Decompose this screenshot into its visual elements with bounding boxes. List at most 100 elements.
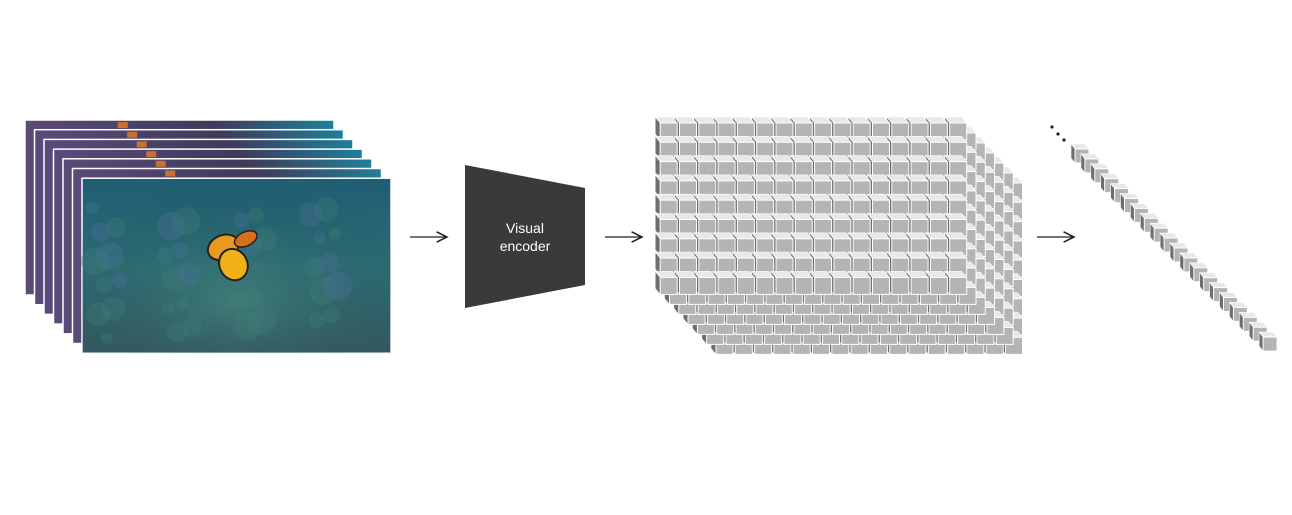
coral-blob — [177, 297, 189, 310]
token-cube — [905, 154, 929, 180]
coral-blob — [314, 197, 338, 222]
cube-front — [833, 276, 852, 295]
coral-blob — [162, 267, 186, 292]
coral-blob — [91, 222, 111, 243]
coral-blob — [172, 242, 188, 259]
token-cube — [924, 251, 949, 276]
token-cube — [866, 270, 891, 296]
token-cube — [789, 270, 813, 296]
token-cube — [693, 270, 717, 296]
butterfly-wing — [218, 247, 249, 282]
fish — [155, 160, 166, 167]
coral-blob — [304, 257, 324, 278]
cube-front — [679, 276, 697, 295]
coral-blob — [101, 297, 125, 322]
token-cube — [654, 251, 678, 276]
coral-blob — [111, 272, 127, 289]
coral-blob — [81, 247, 109, 276]
sequence-token-cube — [1159, 232, 1179, 253]
coral-blob — [309, 277, 337, 306]
cube-front — [852, 276, 871, 295]
butterfly-wing — [233, 230, 258, 248]
coral-blob — [253, 262, 265, 275]
token-cube — [808, 212, 833, 238]
token-cube — [654, 174, 678, 199]
coral-blob — [319, 252, 339, 273]
cube-front — [659, 276, 678, 295]
cube-front — [910, 276, 929, 295]
coral-blob — [96, 277, 112, 294]
token-cube — [886, 193, 910, 219]
cube-front — [929, 276, 948, 295]
token-cube — [770, 270, 794, 296]
token-cube — [905, 116, 929, 141]
token-cube — [808, 270, 833, 296]
token-cube — [886, 270, 910, 296]
token-cube — [654, 231, 678, 257]
token-cube — [693, 116, 717, 141]
ellipsis-dots — [1050, 125, 1066, 142]
coral-blob — [233, 312, 261, 341]
token-cube — [847, 251, 871, 276]
token-cube — [866, 212, 891, 238]
token-cube — [944, 270, 968, 296]
coral-blob — [324, 307, 340, 324]
token-cube — [847, 270, 871, 296]
fish — [117, 122, 128, 128]
fish — [136, 141, 147, 148]
coral-blob — [299, 202, 323, 227]
cube-front — [756, 276, 775, 295]
token-cube — [905, 270, 929, 296]
coral-blob — [177, 262, 201, 287]
coral-blob — [233, 212, 249, 229]
spatiotemporal-token-grid — [654, 116, 1024, 356]
coral-blob — [172, 207, 200, 236]
cube-front — [814, 276, 833, 295]
coral-blob — [182, 317, 202, 338]
token-cube — [712, 270, 736, 296]
coral-blob — [101, 332, 113, 345]
token-cube — [731, 270, 756, 296]
cube-front — [949, 276, 968, 295]
token-cube — [828, 135, 852, 161]
coral-blob — [167, 322, 187, 343]
cube-front — [736, 276, 755, 295]
cube-front — [775, 276, 794, 295]
coral-blob — [86, 202, 98, 215]
coral-blob — [309, 312, 325, 329]
video-frames-stack — [24, 119, 392, 354]
visual-encoder: Visual encoder — [465, 165, 585, 308]
coral-blob — [157, 247, 173, 264]
coral-blob — [157, 212, 185, 241]
video-frame — [81, 177, 392, 354]
token-cube — [654, 135, 678, 161]
cube-front — [698, 276, 717, 295]
fish — [165, 170, 176, 177]
coral-blob — [96, 242, 124, 271]
token-cube — [751, 193, 775, 219]
coral-blob — [248, 307, 276, 336]
token-cube — [751, 270, 775, 296]
flattened-token-sequence — [1070, 143, 1278, 352]
coral-blob — [253, 227, 277, 252]
token-cube — [828, 251, 852, 276]
token-cube — [770, 251, 794, 276]
token-cube — [924, 154, 949, 180]
coral-blob — [324, 272, 352, 301]
encoder-label-line2: encoder — [500, 238, 551, 254]
token-cube — [693, 174, 717, 199]
coral-blob — [228, 292, 248, 313]
cube-front — [1262, 336, 1278, 352]
token-cube — [693, 154, 717, 180]
fish — [146, 151, 157, 158]
token-cube — [712, 212, 736, 238]
coral-blob — [243, 287, 263, 308]
coral-blob — [106, 217, 126, 238]
cube-front — [717, 276, 736, 295]
token-cube — [654, 193, 678, 219]
encoder-label-line1: Visual — [506, 220, 544, 236]
coral-blob — [314, 232, 326, 245]
token-cube — [654, 212, 678, 238]
token-cube — [924, 270, 949, 296]
